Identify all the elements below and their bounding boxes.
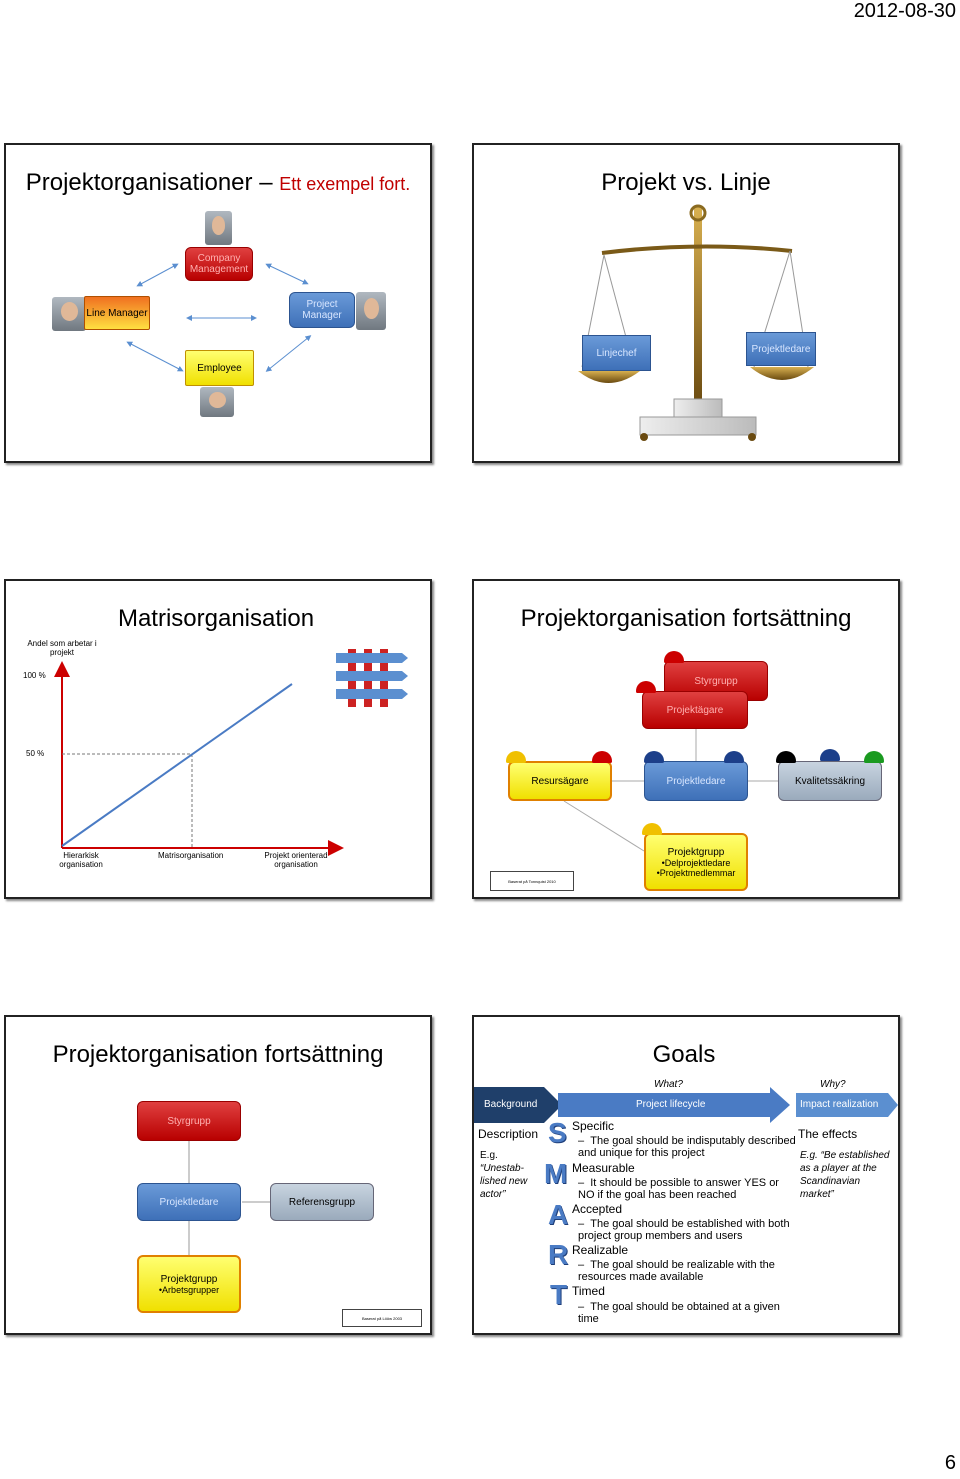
matrix-icon bbox=[336, 649, 408, 707]
eg-text: “Unestab-lished new actor” bbox=[480, 1163, 528, 1200]
what-label: What? bbox=[654, 1079, 683, 1090]
why-label: Why? bbox=[820, 1079, 846, 1090]
org-lines bbox=[563, 729, 778, 852]
specific-text: – The goal should be indisputably descri… bbox=[578, 1135, 796, 1159]
relation-arrows bbox=[126, 263, 312, 372]
bullet-delprojektledare: •Delprojektledare bbox=[661, 857, 731, 868]
x-label-projekt: Projekt orienterad organisation bbox=[264, 851, 328, 869]
specific-title: Specific bbox=[572, 1119, 615, 1133]
letter-m-icon: M bbox=[544, 1158, 568, 1189]
matrix-chart bbox=[54, 649, 408, 856]
bullet-arbetsgrupper: •Arbetsgrupper bbox=[158, 1284, 220, 1295]
kvalitetssakring-box: Kvalitetssäkring bbox=[778, 761, 882, 801]
timed-title: Timed bbox=[572, 1284, 605, 1298]
hat-icon bbox=[664, 651, 684, 663]
bullet-projektmedlemmar: •Projektmedlemmar bbox=[656, 867, 736, 878]
y-tick-100: 100 % bbox=[23, 671, 46, 680]
slide-title: Projekt vs. Linje bbox=[601, 169, 771, 196]
timed-text: – The goal should be obtained at a given… bbox=[578, 1301, 780, 1325]
measurable-description: It should be possible to answer YES or N… bbox=[578, 1177, 779, 1201]
company-photo bbox=[205, 211, 232, 245]
projektledare-box: Projektledare bbox=[746, 332, 816, 366]
effects-example: E.g. “Be established as a player at the … bbox=[800, 1150, 890, 1200]
slide-title: Projektorganisation fortsättning bbox=[520, 605, 852, 632]
description-heading: Description bbox=[478, 1127, 539, 1141]
accepted-description: The goal should be established with both… bbox=[578, 1218, 790, 1242]
projektledare-box: Projektledare bbox=[644, 761, 748, 801]
hat-icon bbox=[776, 751, 796, 763]
slide-projekt-vs-linje: Projekt vs. Linje Linjechef Projektledar… bbox=[472, 143, 900, 463]
employee-photo bbox=[200, 387, 234, 417]
slide-projektorganisation-2: Projektorganisation fortsättning Styrgru… bbox=[4, 1015, 432, 1335]
slide-goals: Goals What? Why? Background Project life… bbox=[472, 1015, 900, 1335]
slide-title: Projektorganisation fortsättning bbox=[52, 1041, 384, 1068]
x-label-matris: Matrisorganisation bbox=[158, 851, 224, 860]
line-manager-photo bbox=[52, 297, 86, 331]
y-axis-label: Andel som arbetar i projekt bbox=[27, 639, 97, 657]
slide-title: Goals bbox=[652, 1041, 716, 1068]
eg-label: E.g. bbox=[480, 1150, 498, 1161]
page-date: 2012-08-30 bbox=[853, 0, 956, 22]
slide-title: Projektorganisationer – Ett exempel fort… bbox=[6, 169, 430, 197]
project-manager-photo bbox=[356, 292, 386, 330]
accepted-text: – The goal should be established with bo… bbox=[578, 1218, 790, 1242]
styrgrupp-box: Styrgrupp bbox=[137, 1101, 241, 1141]
hat-icon bbox=[724, 751, 744, 763]
background-label: Background bbox=[484, 1099, 538, 1110]
measurable-title: Measurable bbox=[572, 1161, 635, 1175]
realizable-text: – The goal should be realizable with the… bbox=[578, 1259, 775, 1283]
projektgrupp-label: Projektgrupp bbox=[160, 1273, 218, 1285]
projektledare-box: Projektledare bbox=[137, 1183, 241, 1221]
hat-icon bbox=[506, 751, 526, 763]
projektgrupp-label: Projektgrupp bbox=[667, 846, 725, 858]
letter-a-icon: A bbox=[548, 1199, 569, 1230]
hat-icon bbox=[636, 681, 656, 693]
accepted-title: Accepted bbox=[572, 1202, 623, 1216]
employee-box: Employee bbox=[185, 350, 254, 386]
projektagare-box: Projektägare bbox=[642, 691, 748, 729]
projektgrupp-box: Projektgrupp •Arbetsgrupper bbox=[137, 1255, 241, 1313]
specific-description: The goal should be indisputably describe… bbox=[578, 1135, 796, 1159]
x-label-hierarkisk: Hierarkisk organisation bbox=[59, 851, 103, 869]
realizable-description: The goal should be realizable with the r… bbox=[578, 1259, 775, 1283]
referensgrupp-box: Referensgrupp bbox=[270, 1183, 374, 1221]
hat-icon bbox=[820, 749, 840, 761]
title-main: Projektorganisationer bbox=[25, 169, 253, 196]
source-reference: Baserat på Tonnquist 2010 bbox=[490, 871, 574, 891]
company-management-box: Company Management bbox=[185, 247, 253, 281]
title-dash: – bbox=[259, 169, 273, 196]
letter-t-icon: T bbox=[550, 1279, 568, 1310]
resursagare-box: Resursägare bbox=[508, 761, 612, 801]
slide-matrisorganisation: Matrisorganisation Andel som arbetar i p… bbox=[4, 579, 432, 899]
lifecycle-arrows bbox=[474, 1087, 898, 1123]
title-sub: Ett exempel fort. bbox=[279, 174, 411, 194]
hat-icon bbox=[864, 751, 884, 763]
letter-s-icon: S bbox=[548, 1117, 567, 1148]
hat-icon bbox=[642, 823, 662, 835]
hat-icon bbox=[592, 751, 612, 763]
linjechef-box: Linjechef bbox=[582, 335, 651, 371]
org-lines bbox=[188, 1141, 270, 1255]
projektgrupp-box: Projektgrupp •Delprojektledare •Projektm… bbox=[644, 833, 748, 891]
letter-r-icon: R bbox=[548, 1239, 569, 1270]
hat-icon bbox=[644, 751, 664, 763]
effects-heading: The effects bbox=[798, 1127, 858, 1141]
lifecycle-label: Project lifecycle bbox=[636, 1099, 706, 1110]
measurable-text: – It should be possible to answer YES or… bbox=[578, 1177, 779, 1201]
slide-projektorganisationer: Projektorganisationer – Ett exempel fort… bbox=[4, 143, 432, 463]
realizable-title: Realizable bbox=[572, 1243, 629, 1257]
slide-projektorganisation-1: Projektorganisation fortsättning Styrgru… bbox=[472, 579, 900, 899]
balance-scale-icon bbox=[578, 204, 814, 441]
impact-label: Impact realization bbox=[800, 1099, 879, 1110]
slide-title: Matrisorganisation bbox=[117, 605, 315, 632]
page-number: 6 bbox=[944, 1452, 956, 1474]
line-manager-box: Line Manager bbox=[84, 296, 150, 330]
source-reference: Baserat på Lööw 2003 bbox=[342, 1309, 422, 1327]
timed-description: The goal should be obtained at a given t… bbox=[578, 1301, 780, 1325]
y-tick-50: 50 % bbox=[26, 749, 45, 758]
project-manager-box: Project Manager bbox=[289, 292, 355, 328]
